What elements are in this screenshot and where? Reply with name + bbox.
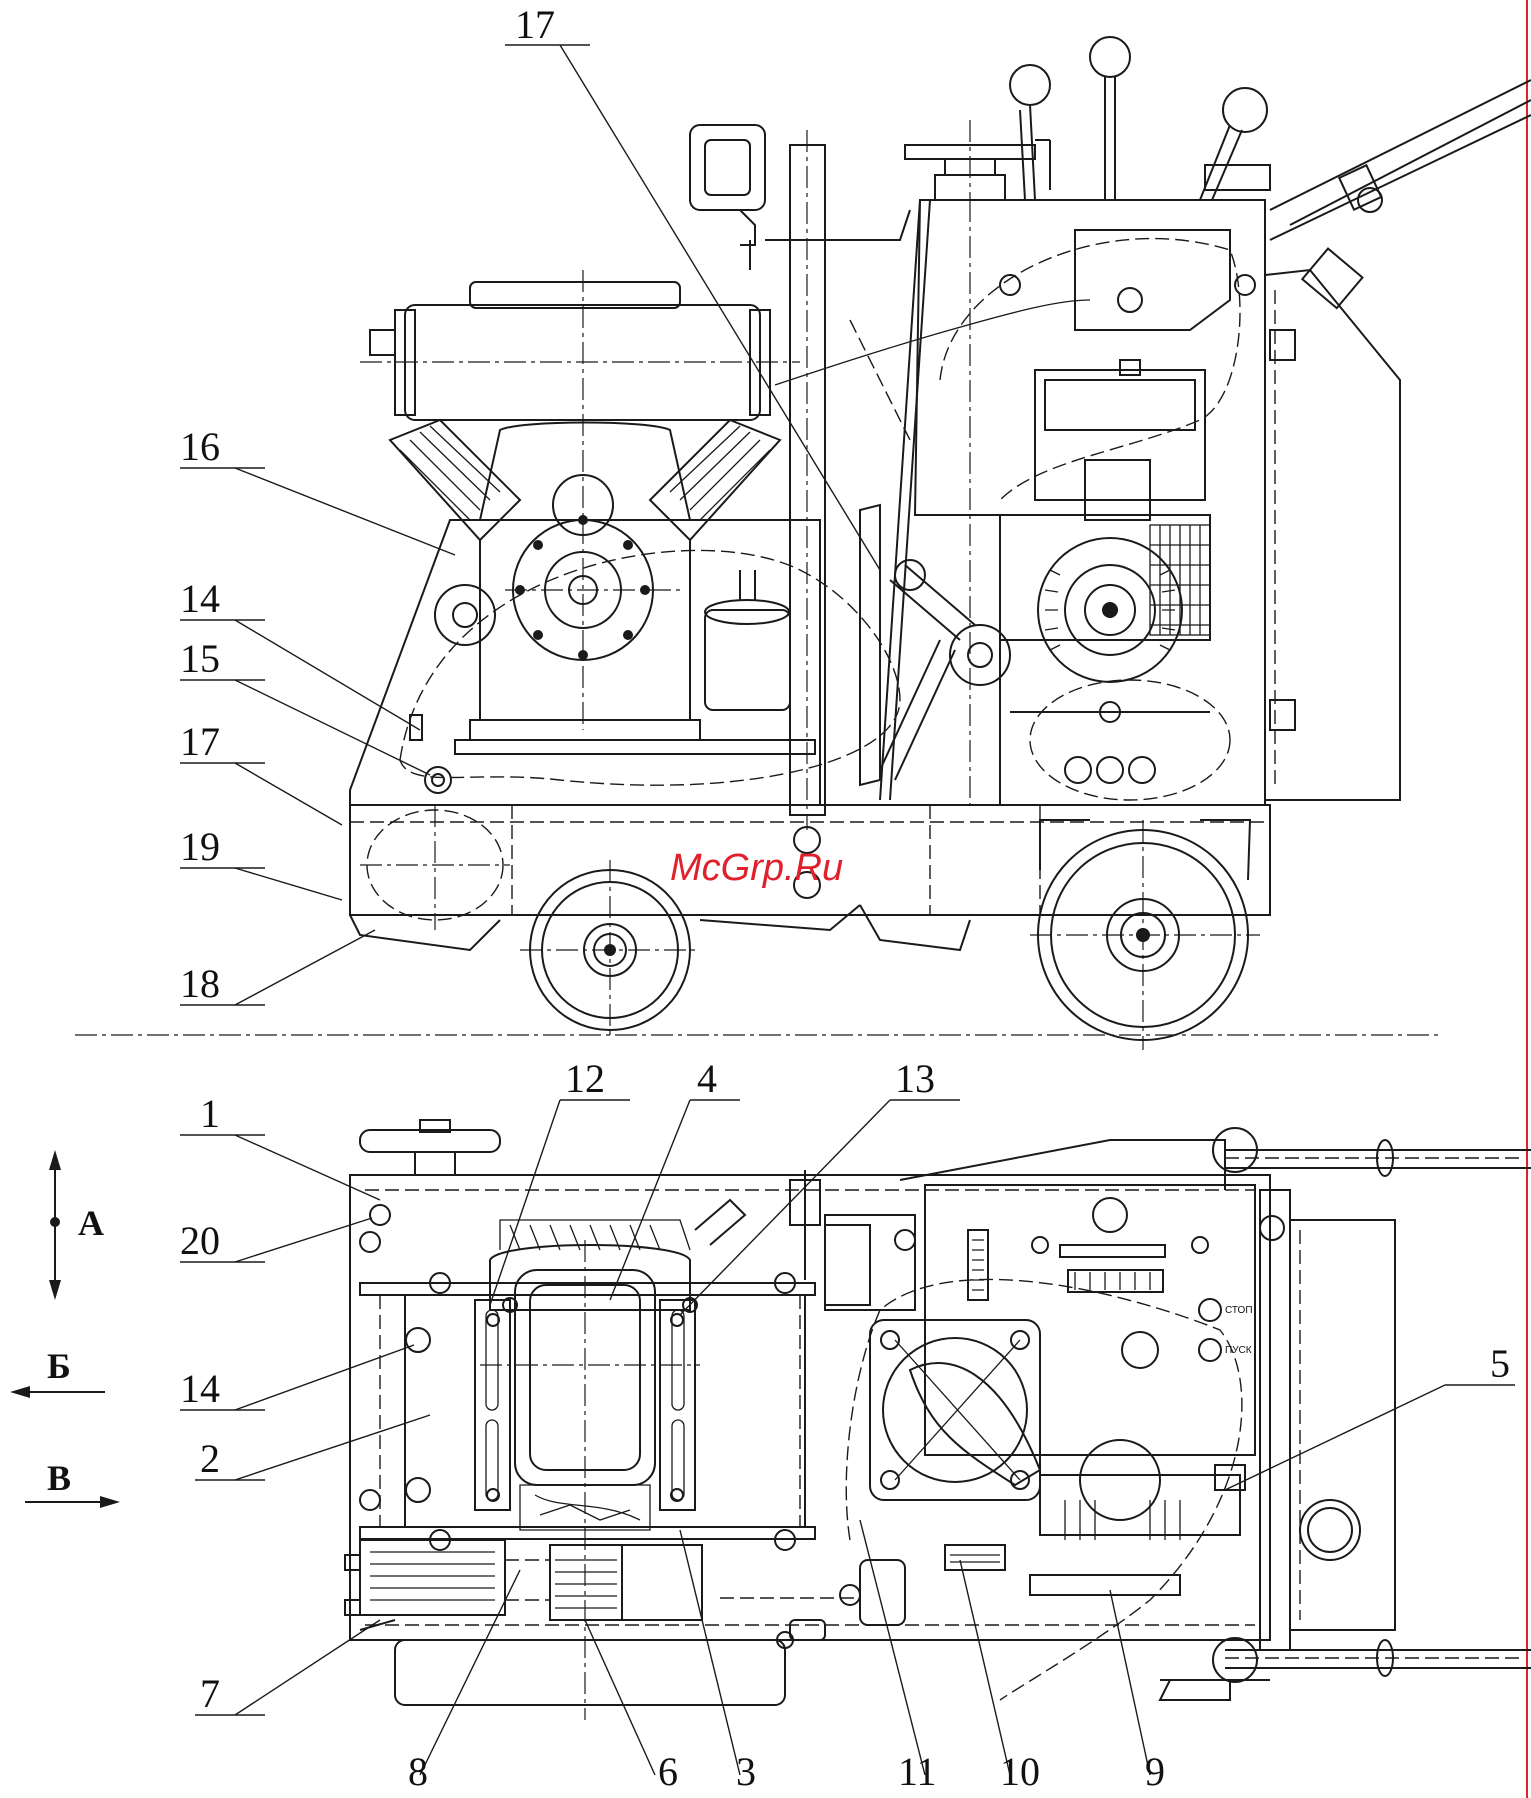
throttle-cable [775, 300, 1090, 385]
callout-4: 4 [697, 1056, 717, 1101]
control-tower [880, 200, 1400, 805]
top-pulley [360, 1120, 500, 1175]
callout-17-top: 17 [515, 2, 555, 47]
watermark: McGrp.Ru [670, 847, 843, 889]
callout-12: 12 [565, 1056, 605, 1101]
side-elevation-view [350, 37, 1531, 1050]
control-lever-2 [1090, 37, 1130, 200]
stop-mark: СТОП [1225, 1305, 1253, 1316]
view-arrows: А Б В [10, 1150, 120, 1508]
callout-3: 3 [736, 1749, 756, 1794]
view-mark-b: Б [47, 1346, 71, 1386]
callout-7: 7 [200, 1671, 220, 1716]
depth-handwheel [905, 120, 1050, 200]
callout-6: 6 [658, 1749, 678, 1794]
fuel-tank-plan [1290, 1220, 1395, 1630]
view-mark-v: В [47, 1458, 71, 1498]
callout-18: 18 [180, 961, 220, 1006]
callout-14-top: 14 [180, 576, 220, 621]
callout-5: 5 [1490, 1341, 1510, 1386]
engine-top [475, 1200, 745, 1720]
start-mark: ПУСК [1225, 1345, 1252, 1356]
callout-20: 20 [180, 1218, 220, 1263]
rear-wheel [1030, 820, 1260, 1050]
control-lever-1 [1010, 65, 1050, 200]
callout-2: 2 [200, 1436, 220, 1481]
callout-15: 15 [180, 636, 220, 681]
belt-idler-plan [720, 1560, 905, 1625]
callout-16: 16 [180, 424, 220, 469]
callout-17-left: 17 [180, 719, 220, 764]
engine [360, 270, 800, 793]
hydraulic-pump-plan [846, 1279, 1270, 1700]
belt-guard-plan [622, 1545, 702, 1620]
blade-flange [870, 1320, 1040, 1500]
control-panel: СТОП ПУСК [925, 1185, 1290, 1650]
work-lamp [690, 125, 910, 270]
muffler [395, 1620, 825, 1705]
callout-8: 8 [408, 1749, 428, 1794]
callout-14-bottom: 14 [180, 1366, 220, 1411]
drive-pulley-stack [345, 1540, 505, 1630]
callout-9: 9 [1145, 1749, 1165, 1794]
saw-blade-outline [360, 805, 510, 930]
callout-1: 1 [200, 1091, 220, 1136]
tensioner-arm [850, 320, 1010, 785]
callout-10: 10 [1000, 1749, 1040, 1794]
handle-rails-plan [900, 1128, 1531, 1700]
bolt-20 [370, 1205, 390, 1225]
push-handle [1270, 80, 1531, 240]
callout-19: 19 [180, 824, 220, 869]
callout-13: 13 [895, 1056, 935, 1101]
belt-guard-housing [350, 520, 900, 805]
engine-mount-plate [360, 1232, 815, 1550]
view-mark-a: А [78, 1203, 104, 1243]
control-lever-3 [1200, 88, 1270, 200]
engine-pulley [505, 1545, 622, 1620]
callout-11: 11 [898, 1749, 937, 1794]
tension-bracket [790, 1170, 915, 1310]
